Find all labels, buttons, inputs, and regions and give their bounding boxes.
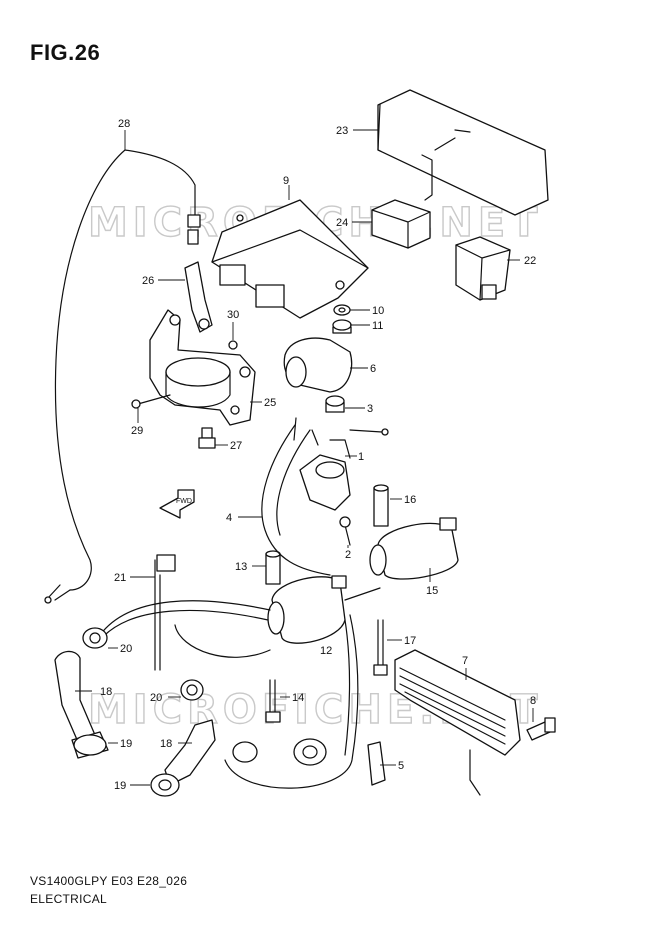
callout-19-left: 19 <box>120 738 132 750</box>
part-19-cap-center <box>150 773 180 797</box>
callout-7: 7 <box>462 655 468 667</box>
callout-25: 25 <box>264 397 276 409</box>
callout-24: 24 <box>336 217 348 229</box>
callout-6: 6 <box>370 363 376 375</box>
callout-3: 3 <box>367 403 373 415</box>
callout-4: 4 <box>226 512 232 524</box>
part-2-screw <box>339 516 351 546</box>
callout-26: 26 <box>142 275 154 287</box>
part-17-bolt <box>373 619 388 676</box>
callout-22: 22 <box>524 255 536 267</box>
part-19-cap-left <box>71 731 109 759</box>
part-20-seal-center <box>180 679 204 701</box>
callout-27: 27 <box>230 440 242 452</box>
part-27-bolt <box>198 427 216 449</box>
part-30-screw <box>228 340 238 350</box>
figure-title: FIG.26 <box>30 40 101 65</box>
part-24-relay <box>371 199 431 249</box>
callout-15: 15 <box>426 585 438 597</box>
section-name-label: ELECTRICAL <box>30 892 108 906</box>
callout-16: 16 <box>404 494 416 506</box>
callout-23: 23 <box>336 125 348 137</box>
part-22-connector <box>455 236 511 301</box>
callout-10: 10 <box>372 305 384 317</box>
callout-20-center: 20 <box>150 692 162 704</box>
forward-direction-indicator: FWD <box>159 489 195 519</box>
callout-14: 14 <box>292 692 304 704</box>
part-3-nut <box>325 395 345 413</box>
part-20-seal-left <box>82 627 108 649</box>
callout-21: 21 <box>114 572 126 584</box>
callout-5: 5 <box>398 760 404 772</box>
callout-30: 30 <box>227 309 239 321</box>
part-sensor-plugs <box>232 738 327 766</box>
part-9-control-unit <box>211 199 369 319</box>
callout-11: 11 <box>372 320 383 332</box>
part-26-bracket <box>184 261 213 333</box>
callout-19-center: 19 <box>114 780 126 792</box>
part-6-boot <box>283 337 353 393</box>
part-7-regulator <box>394 649 521 796</box>
fwd-label: FWD <box>176 498 192 505</box>
callout-18-center: 18 <box>160 738 172 750</box>
part-16-collar <box>373 484 389 527</box>
callout-leaders <box>75 129 534 786</box>
callout-9: 9 <box>283 175 289 187</box>
part-25-horn <box>149 309 256 426</box>
part-23-cover <box>377 89 549 216</box>
part-8-bolt <box>526 717 556 741</box>
part-4-wire-harness <box>99 424 381 789</box>
part-18-plug-cap-center <box>164 719 216 786</box>
callout-2: 2 <box>345 549 351 561</box>
callout-29: 29 <box>131 425 143 437</box>
callout-12: 12 <box>320 645 332 657</box>
callout-13: 13 <box>235 561 247 573</box>
part-12-ignition-coil <box>267 575 347 644</box>
part-15-ignition-coil <box>369 517 459 580</box>
callout-1: 1 <box>358 451 364 463</box>
callout-18-left: 18 <box>100 686 112 698</box>
part-14-bolt <box>265 679 281 723</box>
part-1-starter-relay <box>293 417 389 511</box>
callout-17: 17 <box>404 635 416 647</box>
part-13-collar <box>265 550 281 585</box>
callout-labels: 1 2 3 4 5 6 7 8 9 10 11 12 13 14 15 16 1… <box>100 118 536 792</box>
model-code-label: VS1400GLPY E03 E28_026 <box>30 874 188 888</box>
callout-20-left: 20 <box>120 643 132 655</box>
callout-28: 28 <box>118 118 130 130</box>
part-29-bolt <box>131 394 171 409</box>
part-5-clamp <box>367 741 386 786</box>
part-10-washer <box>333 304 351 316</box>
part-21-clamp <box>154 554 176 671</box>
part-11-nut <box>332 319 352 334</box>
part-28-cable <box>44 149 201 604</box>
callout-8: 8 <box>530 695 536 707</box>
